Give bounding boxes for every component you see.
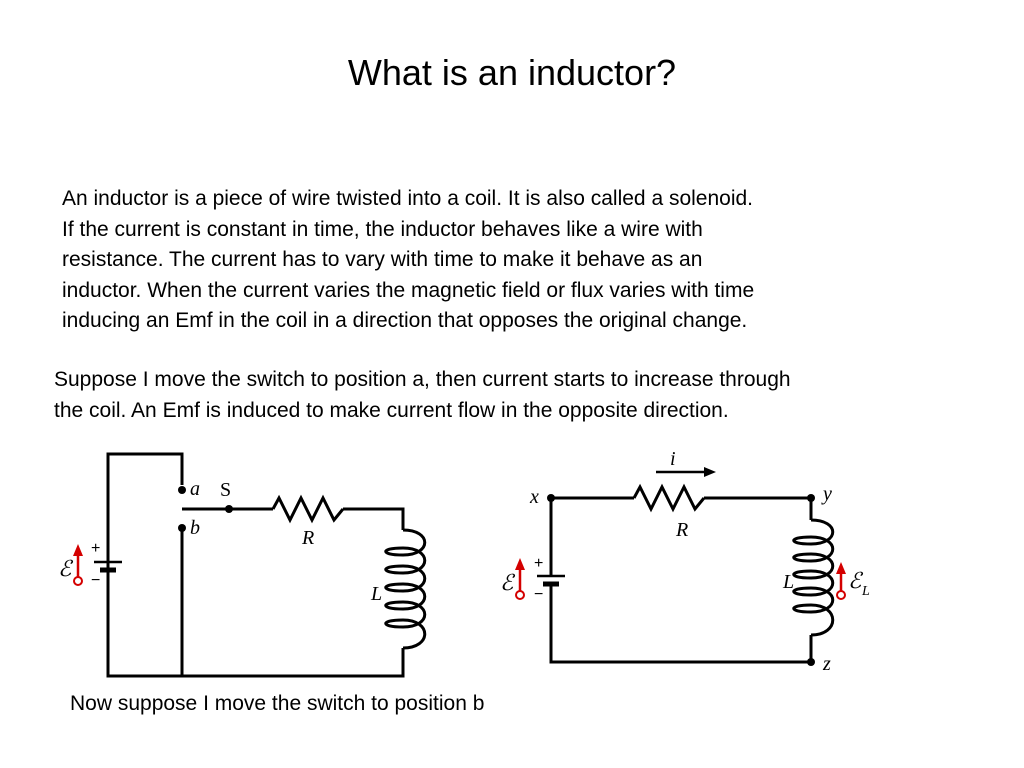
inductor-emf-arrow-tail <box>836 590 846 600</box>
text-line: resistance. The current has to vary with… <box>62 248 703 271</box>
emf-arrow-head <box>515 558 525 570</box>
emf-arrow-head <box>73 544 83 556</box>
switch-label-a: a <box>190 478 200 500</box>
paragraph-switch-b: Now suppose I move the switch to positio… <box>70 692 485 715</box>
current-label: i <box>670 448 676 470</box>
node-y-label: y <box>821 483 832 505</box>
inductor-L <box>792 518 835 637</box>
emf-arrow-tail <box>515 590 525 600</box>
wire-top-right <box>704 496 813 520</box>
switch-label-b: b <box>190 517 200 539</box>
battery-minus: − <box>534 586 543 603</box>
resistor-R <box>271 494 345 524</box>
switch-contact-b <box>178 524 186 532</box>
battery-minus: − <box>91 572 100 589</box>
text-line: inductor. When the current varies the ma… <box>62 278 755 302</box>
text-line: inducing an Emf in the coil in a directi… <box>62 309 748 332</box>
emf-label: ℰ <box>58 557 74 582</box>
node-x-label: x <box>529 486 539 508</box>
text-line: the coil. An Emf is induced to make curr… <box>54 398 729 422</box>
emf-arrow-tail <box>73 576 83 586</box>
resistor-label: R <box>301 527 314 549</box>
current-arrow-head <box>704 467 716 477</box>
emf-label: ℰ <box>500 571 516 596</box>
text-line: An inductor is a piece of wire twisted i… <box>62 187 754 210</box>
battery-plus: + <box>91 540 100 557</box>
paragraph-switch-a: Suppose I move the switch to position a,… <box>54 365 974 426</box>
inductor-label: L <box>782 571 794 593</box>
wire-bottom <box>106 618 405 678</box>
rl-circuit-diagram: i x y z R L ℰ + − ℰ L <box>500 448 870 675</box>
text-line: If the current is constant in time, the … <box>62 217 703 241</box>
inductor-emf-subscript: L <box>861 584 870 599</box>
node-x-dot <box>547 494 555 502</box>
switch-contact-a <box>178 486 186 494</box>
node-z-label: z <box>822 653 831 675</box>
node-z-dot <box>807 658 815 666</box>
resistor-label: R <box>675 519 688 541</box>
wire-top-left <box>106 452 184 593</box>
slide-title: What is an inductor? <box>347 52 677 93</box>
switch-circuit-diagram: a b S R L ℰ + − <box>58 452 427 678</box>
inductor-L <box>384 528 427 650</box>
wire-left-bottom <box>549 584 813 664</box>
wire-to-inductor <box>343 507 405 530</box>
node-y-dot <box>807 494 815 502</box>
switch-pivot <box>225 505 233 513</box>
text-line: Suppose I move the switch to position a,… <box>54 368 791 391</box>
inductor-emf-arrow-head <box>836 562 846 574</box>
paragraph-inductor-definition: An inductor is a piece of wire twisted i… <box>62 184 962 337</box>
battery-plus: + <box>534 555 543 572</box>
inductor-label: L <box>370 583 382 605</box>
switch-label-S: S <box>220 479 231 501</box>
inductor-emf-label: ℰ <box>848 569 864 594</box>
resistor-R <box>632 483 706 513</box>
